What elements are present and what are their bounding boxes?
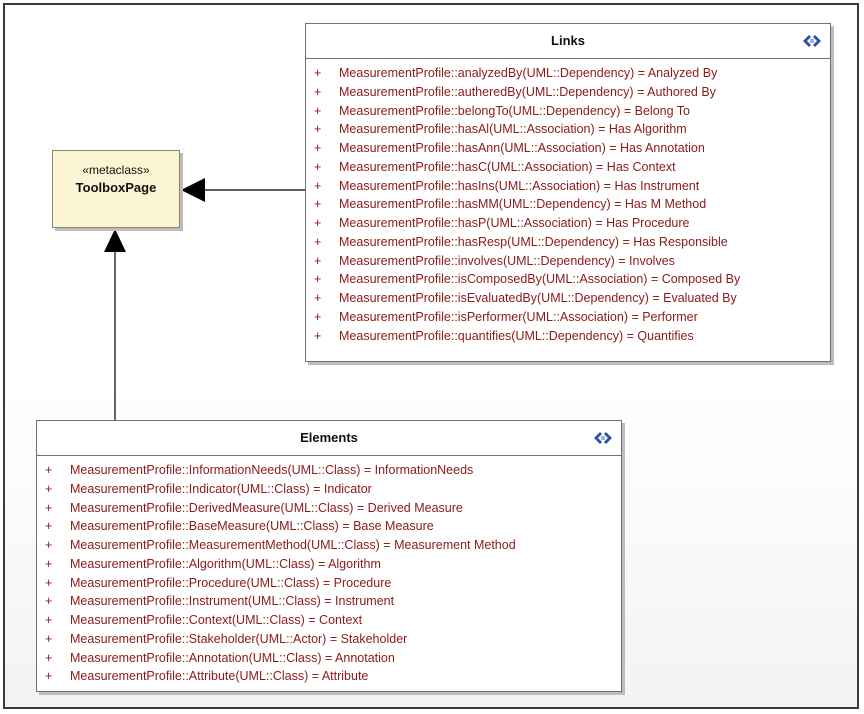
attribute-row[interactable]: + MeasurementProfile::isPerformer(UML::As… <box>306 308 830 327</box>
attribute-text: MeasurementProfile::BaseMeasure(UML::Cla… <box>70 519 434 534</box>
attribute-row[interactable]: + MeasurementProfile::involves(UML::Depen… <box>306 252 830 271</box>
visibility-marker: + <box>314 197 322 212</box>
attribute-text: MeasurementProfile::MeasurementMethod(UM… <box>70 538 516 552</box>
visibility-marker: + <box>45 538 53 552</box>
attribute-row[interactable]: + MeasurementProfile::hasP(UML::Associati… <box>306 214 830 233</box>
attribute-row[interactable]: + MeasurementProfile::hasAnn(UML::Associa… <box>306 139 830 158</box>
visibility-marker: + <box>314 216 322 230</box>
attribute-row[interactable]: + MeasurementProfile::isEvaluatedBy(UML::… <box>306 289 830 308</box>
attribute-text: MeasurementProfile::InformationNeeds(UML… <box>70 463 474 477</box>
attribute-row[interactable]: + MeasurementProfile::Annotation(UML::Cla… <box>37 649 621 668</box>
attribute-row[interactable]: + MeasurementProfile::Attribute(UML::Clas… <box>37 667 621 686</box>
attribute-text: MeasurementProfile::hasAl(UML::Associati… <box>339 122 687 137</box>
attribute-text: MeasurementProfile::isComposedBy(UML::As… <box>339 272 741 287</box>
attribute-row[interactable]: + MeasurementProfile::Context(UML::Class)… <box>37 611 621 630</box>
visibility-marker: + <box>314 159 322 174</box>
attribute-row[interactable]: + MeasurementProfile::quantifies(UML::Dep… <box>306 327 830 346</box>
visibility-marker: + <box>45 481 53 496</box>
visibility-marker: + <box>314 103 322 118</box>
class-elements[interactable]: Elements + MeasurementProfile::Informatio… <box>36 420 622 692</box>
visibility-marker: + <box>314 122 322 137</box>
attribute-text: MeasurementProfile::analyzedBy(UML::Depe… <box>339 66 718 80</box>
class-elements-title: Elements <box>300 430 358 445</box>
attribute-row[interactable]: + MeasurementProfile::hasIns(UML::Associa… <box>306 177 830 196</box>
attribute-row[interactable]: + MeasurementProfile::hasAl(UML::Associat… <box>306 120 830 139</box>
visibility-marker: + <box>45 594 53 609</box>
attribute-row[interactable]: + MeasurementProfile::Procedure(UML::Clas… <box>37 574 621 593</box>
elements-generalization-arrowhead <box>104 229 126 252</box>
attribute-text: MeasurementProfile::hasIns(UML::Associat… <box>339 178 700 193</box>
attribute-text: MeasurementProfile::Algorithm(UML::Class… <box>70 556 381 571</box>
visibility-marker: + <box>45 500 53 515</box>
attribute-row[interactable]: + MeasurementProfile::Instrument(UML::Cla… <box>37 592 621 611</box>
attribute-text: MeasurementProfile::Annotation(UML::Clas… <box>70 650 395 665</box>
metaclass-name: ToolboxPage <box>75 180 157 195</box>
visibility-marker: + <box>45 575 53 590</box>
class-elements-attributes: + MeasurementProfile::InformationNeeds(UM… <box>37 456 621 686</box>
attribute-row[interactable]: + MeasurementProfile::hasMM(UML::Dependen… <box>306 195 830 214</box>
links-generalization-arrowhead <box>181 178 205 202</box>
visibility-marker: + <box>314 84 322 99</box>
visibility-marker: + <box>314 309 322 324</box>
metaclass-stereotype: «metaclass» <box>82 163 150 177</box>
visibility-marker: + <box>314 178 322 193</box>
attribute-text: MeasurementProfile::Attribute(UML::Class… <box>70 669 369 684</box>
attribute-row[interactable]: + MeasurementProfile::hasC(UML::Associati… <box>306 158 830 177</box>
visibility-marker: + <box>314 272 322 287</box>
attribute-text: MeasurementProfile::quantifies(UML::Depe… <box>339 328 694 343</box>
class-links[interactable]: Links + MeasurementProfile::analyzedBy(UM… <box>305 23 831 362</box>
attribute-text: MeasurementProfile::autheredBy(UML::Depe… <box>339 84 716 99</box>
attribute-text: MeasurementProfile::Indicator(UML::Class… <box>70 481 372 496</box>
visibility-marker: + <box>314 328 322 343</box>
class-links-title: Links <box>551 33 585 48</box>
class-links-header: Links <box>306 24 830 59</box>
attribute-text: MeasurementProfile::involves(UML::Depend… <box>339 253 675 268</box>
visibility-marker: + <box>45 650 53 665</box>
visibility-marker: + <box>314 141 322 155</box>
attribute-row[interactable]: + MeasurementProfile::analyzedBy(UML::Dep… <box>306 64 830 83</box>
attribute-row[interactable]: + MeasurementProfile::DerivedMeasure(UML:… <box>37 499 621 518</box>
visibility-marker: + <box>45 613 53 627</box>
attribute-row[interactable]: + MeasurementProfile::BaseMeasure(UML::Cl… <box>37 517 621 536</box>
visibility-marker: + <box>45 631 53 646</box>
attribute-row[interactable]: + MeasurementProfile::Indicator(UML::Clas… <box>37 480 621 499</box>
visibility-marker: + <box>45 669 53 684</box>
attribute-text: MeasurementProfile::hasMM(UML::Dependenc… <box>339 197 707 212</box>
attribute-text: MeasurementProfile::Instrument(UML::Clas… <box>70 594 395 609</box>
attribute-text: MeasurementProfile::isPerformer(UML::Ass… <box>339 309 698 324</box>
attribute-row[interactable]: + MeasurementProfile::Stakeholder(UML::Ac… <box>37 630 621 649</box>
attribute-text: MeasurementProfile::hasP(UML::Associatio… <box>339 216 690 230</box>
visibility-marker: + <box>314 66 322 80</box>
metaclass-toolboxpage[interactable]: «metaclass» ToolboxPage <box>52 150 180 228</box>
attribute-text: MeasurementProfile::Stakeholder(UML::Act… <box>70 631 408 646</box>
attribute-row[interactable]: + MeasurementProfile::Algorithm(UML::Clas… <box>37 555 621 574</box>
attribute-row[interactable]: + MeasurementProfile::InformationNeeds(UM… <box>37 461 621 480</box>
attribute-text: MeasurementProfile::hasAnn(UML::Associat… <box>339 141 705 155</box>
class-elements-header: Elements <box>37 421 621 456</box>
attribute-text: MeasurementProfile::hasResp(UML::Depende… <box>339 234 728 249</box>
attribute-row[interactable]: + MeasurementProfile::belongTo(UML::Depen… <box>306 102 830 121</box>
attribute-row[interactable]: + MeasurementProfile::autheredBy(UML::Dep… <box>306 83 830 102</box>
attribute-text: MeasurementProfile::belongTo(UML::Depend… <box>339 103 691 118</box>
attribute-row[interactable]: + MeasurementProfile::isComposedBy(UML::A… <box>306 270 830 289</box>
attribute-text: MeasurementProfile::Procedure(UML::Class… <box>70 575 392 590</box>
attribute-row[interactable]: + MeasurementProfile::MeasurementMethod(U… <box>37 536 621 555</box>
visibility-marker: + <box>45 556 53 571</box>
enumeration-icon <box>594 432 612 444</box>
visibility-marker: + <box>314 253 322 268</box>
attribute-text: MeasurementProfile::DerivedMeasure(UML::… <box>70 500 463 515</box>
enumeration-icon <box>803 35 821 47</box>
attribute-text: MeasurementProfile::hasC(UML::Associatio… <box>339 159 676 174</box>
visibility-marker: + <box>45 519 53 534</box>
class-links-attributes: + MeasurementProfile::analyzedBy(UML::Dep… <box>306 59 830 345</box>
attribute-row[interactable]: + MeasurementProfile::hasResp(UML::Depend… <box>306 233 830 252</box>
visibility-marker: + <box>45 463 53 477</box>
visibility-marker: + <box>314 234 322 249</box>
attribute-text: MeasurementProfile::isEvaluatedBy(UML::D… <box>339 291 737 305</box>
visibility-marker: + <box>314 291 322 305</box>
attribute-text: MeasurementProfile::Context(UML::Class) … <box>70 613 363 627</box>
